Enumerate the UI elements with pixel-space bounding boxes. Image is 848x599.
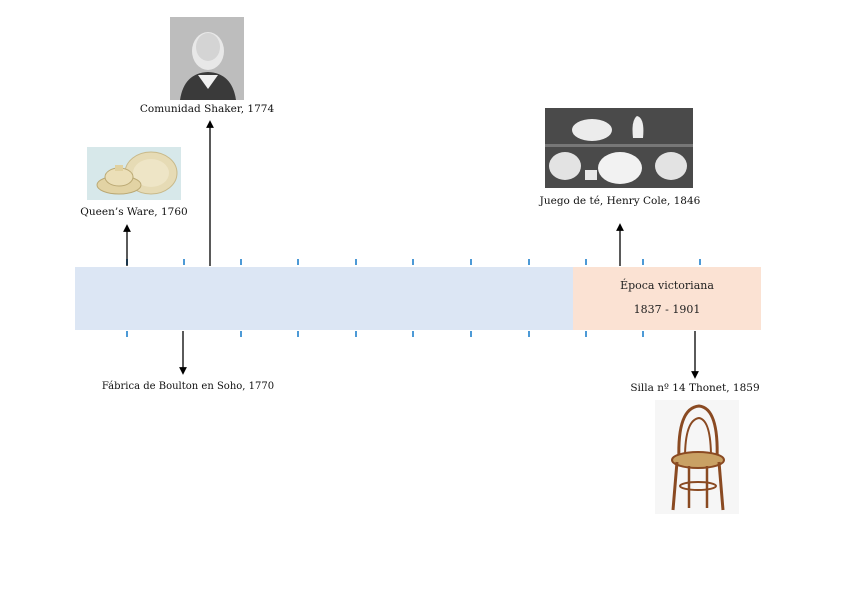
tick-top (355, 259, 357, 265)
tick-bottom (470, 331, 472, 337)
tick-bottom (412, 331, 414, 337)
tick-bottom (585, 331, 587, 337)
victorian-era-band (573, 267, 761, 330)
tick-bottom (240, 331, 242, 337)
boulton-caption: Fábrica de Boulton en Soho, 1770 (101, 381, 275, 392)
timeline-band (75, 267, 575, 330)
tick-top (642, 259, 644, 265)
era-dates: 1837 - 1901 (633, 303, 701, 316)
tick-top (412, 259, 414, 265)
tick-top (183, 259, 185, 265)
thonet-caption: Silla nº 14 Thonet, 1859 (630, 382, 760, 394)
tick-bottom (297, 331, 299, 337)
tick-bottom (355, 331, 357, 337)
tick-top (240, 259, 242, 265)
era-title: Época victoriana (620, 279, 714, 292)
shaker-caption: Comunidad Shaker, 1774 (139, 103, 275, 115)
tick-top (528, 259, 530, 265)
queens-ware-caption: Queen’s Ware, 1760 (80, 206, 188, 218)
shaker-portrait-image (170, 17, 244, 100)
thonet-chair-image (655, 400, 739, 514)
cole-tea-set-image (545, 108, 693, 188)
tick-top (585, 259, 587, 265)
tick-bottom (528, 331, 530, 337)
tick-top (699, 259, 701, 265)
queens-ware-image (87, 147, 181, 200)
tick-bottom (126, 331, 128, 337)
tick-bottom (642, 331, 644, 337)
tick-top (297, 259, 299, 265)
cole-caption: Juego de té, Henry Cole, 1846 (539, 195, 701, 207)
tick-top (470, 259, 472, 265)
